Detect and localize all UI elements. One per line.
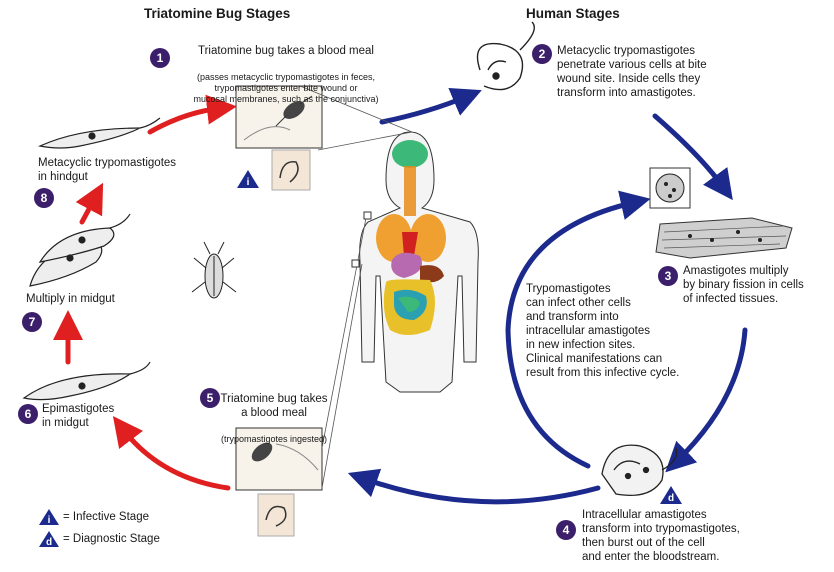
step-1-text: Triatomine bug takes a blood meal (passe… [170, 30, 402, 119]
step-8-text: Metacyclic trypomastigotes in hindgut [38, 156, 218, 184]
step-1-main: Triatomine bug takes a blood meal [170, 44, 402, 58]
svg-text:i: i [247, 177, 250, 188]
step-5-main: Triatomine bug takes a blood meal [212, 392, 336, 420]
diagnostic-triangle-icon: d [38, 530, 60, 548]
legend-infective-label: = Infective Stage [63, 511, 149, 523]
step-4-badge: 4 [556, 520, 576, 540]
legend-infective: i = Infective Stage [38, 508, 149, 526]
step-5-sub: (trypomastigotes ingested) [212, 434, 336, 445]
multiplying-epimastigotes-illustration [30, 214, 130, 286]
infective-stage-marker-step1: i [237, 170, 259, 188]
metacyclic-trypomastigote-hindgut-illustration [40, 118, 160, 148]
triatomine-bug-icon [192, 242, 236, 298]
step-6-badge: 6 [18, 404, 38, 424]
diagnostic-stage-marker-step4: d [660, 486, 682, 504]
triatomine-stages-header: Triatomine Bug Stages [144, 6, 290, 21]
step-2-badge: 2 [532, 44, 552, 64]
step-7-badge: 7 [22, 312, 42, 332]
infective-symbol: i [48, 515, 51, 526]
step-5-text: Triatomine bug takes a blood meal (trypo… [212, 378, 336, 459]
bursting-cell-illustration [602, 445, 677, 495]
step-6-text: Epimastigotes in midgut [42, 402, 152, 430]
reinfection-cycle-note: Trypomastigotes can infect other cells a… [526, 282, 716, 380]
legend-diagnostic-label: = Diagnostic Stage [63, 533, 160, 545]
epimastigote-midgut-illustration [24, 362, 150, 400]
human-stages-header: Human Stages [526, 6, 620, 21]
diagnostic-symbol: d [46, 537, 52, 548]
step-4-text: Intracellular amastigotes transform into… [582, 508, 782, 564]
infective-triangle-icon: i [38, 508, 60, 526]
step-8-badge: 8 [34, 188, 54, 208]
metacyclic-trypomastigote-cell-illustration [478, 22, 535, 90]
arrow-4-to-5 [362, 478, 598, 502]
step-7-text: Multiply in midgut [26, 292, 176, 306]
arrow-7-to-8 [82, 196, 96, 222]
legend-diagnostic: d = Diagnostic Stage [38, 530, 160, 548]
svg-text:d: d [668, 493, 674, 504]
step-1-sub: (passes metacyclic trypomastigotes in fe… [170, 72, 402, 105]
step-1-badge: 1 [150, 48, 170, 68]
step-2-text: Metacyclic trypomastigotes penetrate var… [557, 44, 757, 100]
